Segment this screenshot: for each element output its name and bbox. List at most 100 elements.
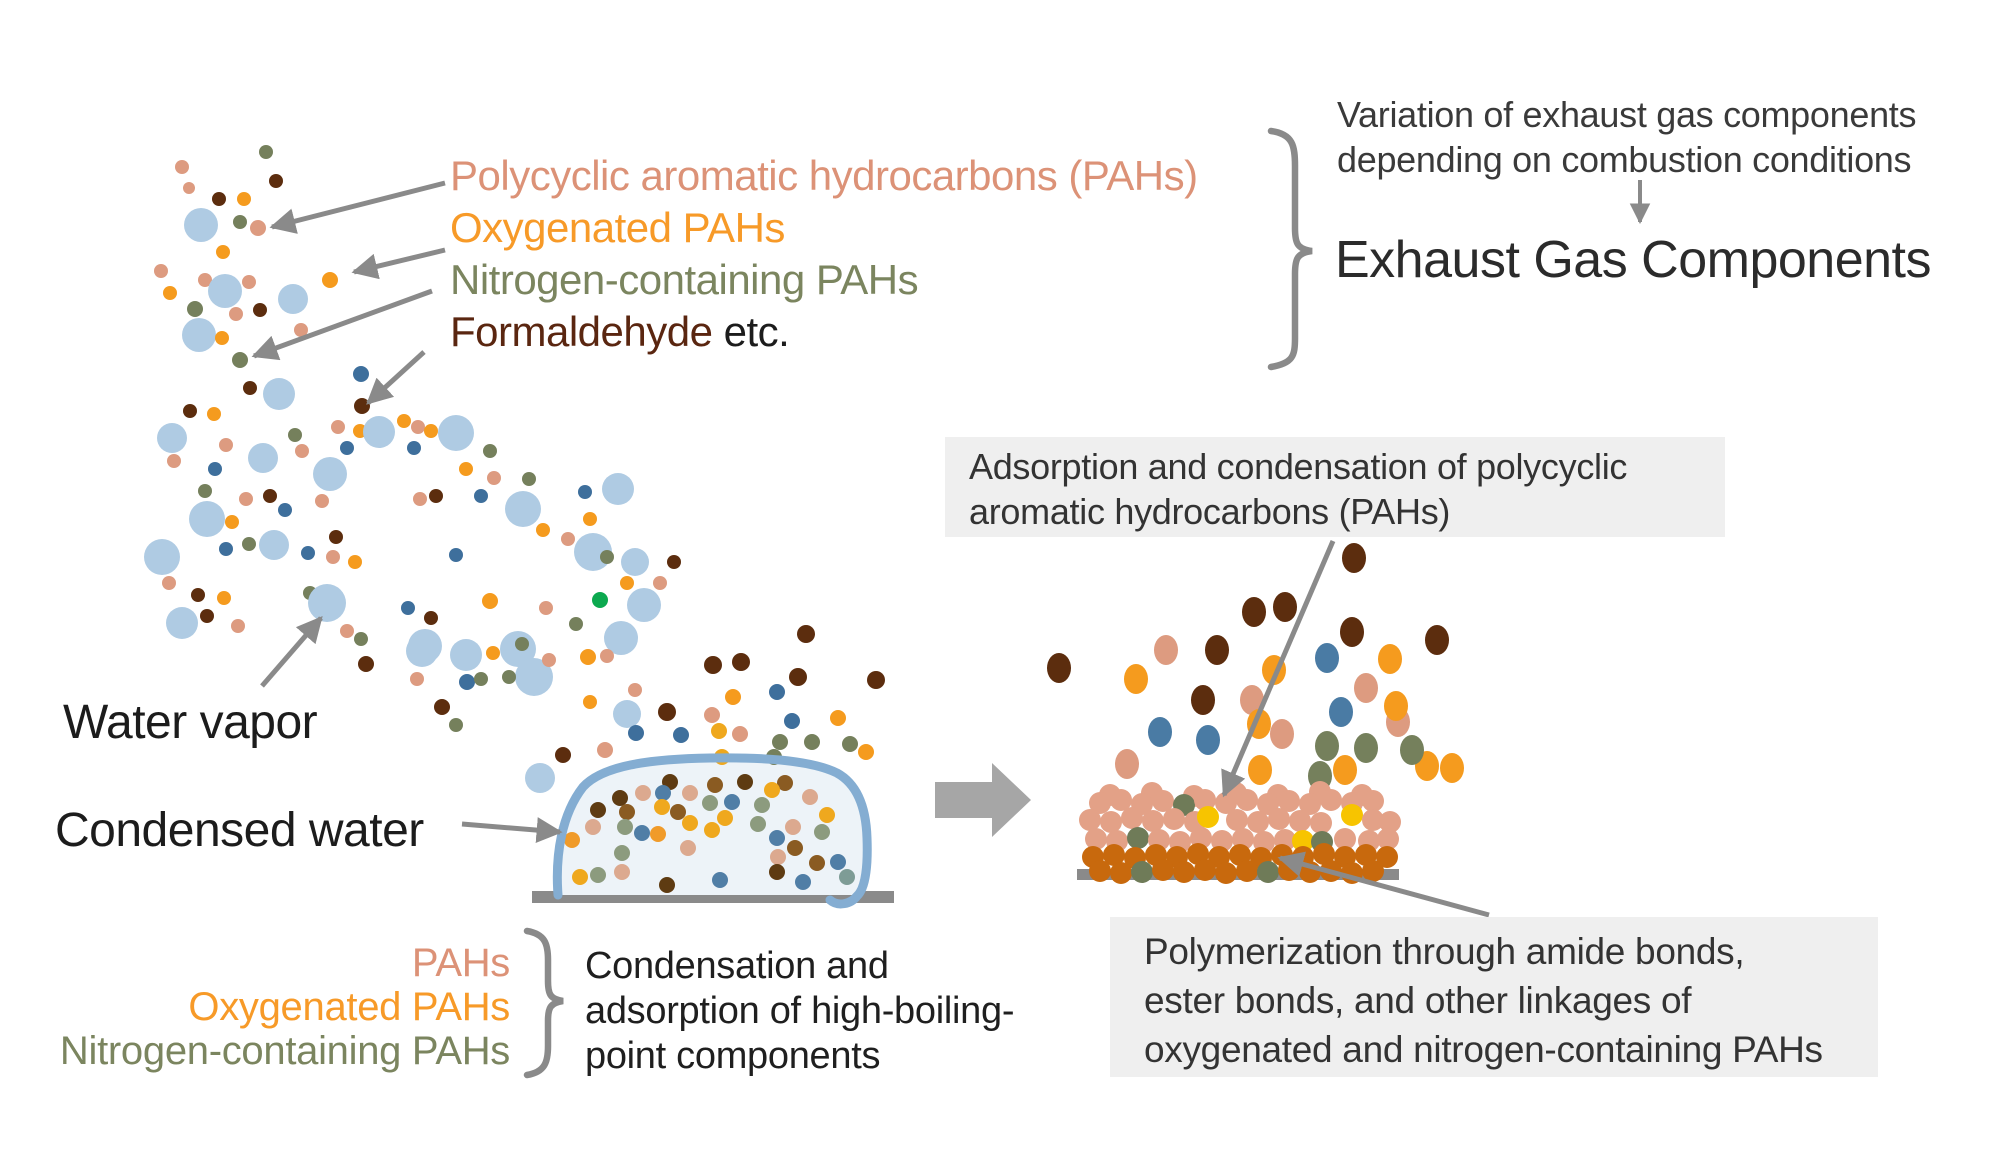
gas-particle (542, 653, 556, 667)
gas-particle (600, 550, 614, 564)
leader-arrow (260, 616, 323, 688)
variation-line2: depending on combustion conditions (1337, 139, 1912, 180)
adsorbed-particle (1236, 789, 1258, 811)
adsorbed-particle (1110, 789, 1132, 811)
gas-particle (189, 501, 225, 537)
gas-particle (1124, 664, 1148, 694)
gas-particle (198, 273, 212, 287)
leader-arrow (461, 817, 563, 844)
condensation-line1: Condensation and (585, 945, 889, 987)
gas-particle (208, 274, 242, 308)
gas-particle (592, 592, 608, 608)
gas-particle (1047, 653, 1071, 683)
dissolved-particle (704, 822, 720, 838)
dissolved-particle (795, 874, 811, 890)
gas-particle (711, 723, 727, 739)
gas-particle (474, 489, 488, 503)
gas-particle (628, 683, 642, 697)
gas-particle (259, 530, 289, 560)
adsorption-line2: aromatic hydrocarbons (PAHs) (969, 491, 1451, 532)
adsorbed-particle (1341, 804, 1363, 826)
leader-arrow (269, 180, 446, 234)
adsorbed-particle (1131, 861, 1153, 883)
gas-component-labels: Polycyclic aromatic hydrocarbons (PAHs) … (450, 150, 1198, 358)
gas-particle (259, 145, 273, 159)
gas-particle (830, 710, 846, 726)
dissolved-particle (712, 872, 728, 888)
dissolved-particle (564, 832, 580, 848)
high-boiling-group-brace (523, 927, 564, 1079)
bottom-pah-label: PAHs (411, 941, 510, 985)
dissolved-particle (839, 869, 855, 885)
gas-particle (1329, 697, 1353, 727)
dissolved-particle (614, 845, 630, 861)
adsorbed-particle (1079, 809, 1101, 831)
gas-particle (329, 530, 343, 544)
dissolved-particle (619, 804, 635, 820)
dissolved-particle (614, 864, 630, 880)
gas-particle (219, 438, 233, 452)
gas-particle (434, 699, 450, 715)
dissolved-particle (680, 840, 696, 856)
leader-arrow (251, 288, 433, 361)
gas-particle (772, 734, 788, 750)
gas-particle (1273, 592, 1297, 622)
gas-particle (725, 689, 741, 705)
dissolved-particle (777, 775, 793, 791)
adsorbed-particle (1127, 827, 1149, 849)
formaldehyde-line: Formaldehyde etc. (450, 306, 1198, 358)
dissolved-particle (764, 782, 780, 798)
adsorbed-particle (1299, 793, 1321, 815)
dissolved-particle (682, 815, 698, 831)
gas-particle (353, 366, 369, 382)
gas-particle (569, 617, 583, 631)
gas-particle (363, 416, 395, 448)
gas-particle (602, 473, 634, 505)
adsorbed-particle (1334, 828, 1356, 850)
leader-arrow (366, 350, 426, 405)
leader-arrow (351, 247, 446, 280)
adsorbed-particle (1362, 860, 1384, 882)
exhaust-group-brace (1267, 127, 1313, 371)
gas-particle (162, 576, 176, 590)
gas-particle (231, 619, 245, 633)
dissolved-particle (655, 785, 671, 801)
gas-particle (301, 546, 315, 560)
gas-particle (191, 588, 205, 602)
droplet-outline (552, 753, 872, 909)
gas-particle (600, 649, 614, 663)
gas-particle (459, 674, 475, 690)
gas-particle (515, 637, 529, 651)
adsorbed-particle (1103, 844, 1125, 866)
gas-particle (613, 700, 641, 728)
gas-particle (225, 515, 239, 529)
gas-particle (239, 492, 253, 506)
gas-particle (208, 462, 222, 476)
gas-particle (483, 444, 497, 458)
gas-particle (413, 492, 427, 506)
gas-particle (1425, 625, 1449, 655)
gas-particle (250, 220, 266, 236)
adsorbed-particle (1085, 828, 1107, 850)
gas-particle (233, 215, 247, 229)
adsorbed-particle (1194, 859, 1216, 881)
gas-particle (424, 424, 438, 438)
dissolved-particle (659, 877, 675, 893)
gas-particle (340, 624, 354, 638)
adsorbed-particle (1152, 859, 1174, 881)
gas-particle (322, 272, 338, 288)
gas-particle (621, 548, 649, 576)
gas-particle (858, 744, 874, 760)
gas-particle (315, 494, 329, 508)
dissolved-particle (737, 774, 753, 790)
gas-particle (667, 555, 681, 569)
gas-particle (184, 208, 218, 242)
formaldehyde-label: Formaldehyde (450, 308, 713, 355)
dissolved-particle (634, 825, 650, 841)
condensation-description: Condensation and adsorption of high-boil… (585, 944, 1014, 1079)
gas-particle (340, 441, 354, 455)
gas-particle (154, 264, 168, 278)
exhaust-gas-title: Exhaust Gas Components (1335, 231, 1932, 289)
gas-particle (1340, 617, 1364, 647)
dissolved-particle (717, 810, 733, 826)
